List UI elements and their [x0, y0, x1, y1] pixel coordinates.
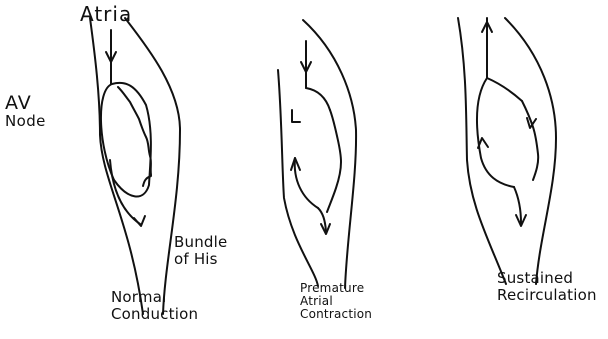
bundle-line-1: Bundle: [174, 234, 227, 251]
panel-1-wavy-right: [118, 87, 151, 175]
caption-normal-line-2: Conduction: [111, 306, 198, 323]
av-node-line-2: Node: [5, 114, 46, 130]
panel-3-left-wall: [458, 18, 506, 284]
panel-3-wavy-right: [522, 101, 538, 180]
caption-premature-line-3: Contraction: [300, 308, 372, 321]
av-node-label: AV Node: [5, 94, 46, 130]
panel-2-loop-top: [306, 88, 330, 110]
caption-premature-atrial-contraction: Premature Atrial Contraction: [300, 282, 372, 322]
panel-1-right-wall: [125, 18, 180, 314]
caption-normal-line-1: Normal: [111, 289, 198, 306]
panel-2-block-line: [292, 110, 300, 122]
atria-label: Atria: [80, 4, 132, 25]
panel-2-left-wall: [278, 70, 318, 286]
panel-1-lower-arrow: [134, 216, 145, 226]
panel-3-left-loop: [477, 78, 514, 187]
panel-sustained-recirculation: [458, 18, 556, 284]
panel-2-wavy-right: [327, 110, 341, 212]
caption-normal-conduction: Normal Conduction: [111, 289, 198, 324]
panel-3-right-wall: [505, 18, 556, 284]
panel-normal-conduction: [90, 18, 180, 314]
panel-1-left-wall: [90, 18, 143, 314]
bundle-of-his-label: Bundle of His: [174, 234, 227, 267]
caption-sustained-line-2: Recirculation: [497, 287, 597, 304]
panel-3-left-arrow: [478, 138, 488, 148]
bundle-line-2: of His: [174, 251, 227, 268]
caption-sustained-recirculation: Sustained Recirculation: [497, 270, 597, 305]
caption-sustained-line-1: Sustained: [497, 270, 597, 287]
panel-3-top-right-loop: [487, 78, 522, 101]
panel-2-right-wall: [303, 20, 356, 288]
av-node-line-1: AV: [5, 94, 46, 114]
panel-premature-atrial-contraction: [278, 20, 356, 288]
